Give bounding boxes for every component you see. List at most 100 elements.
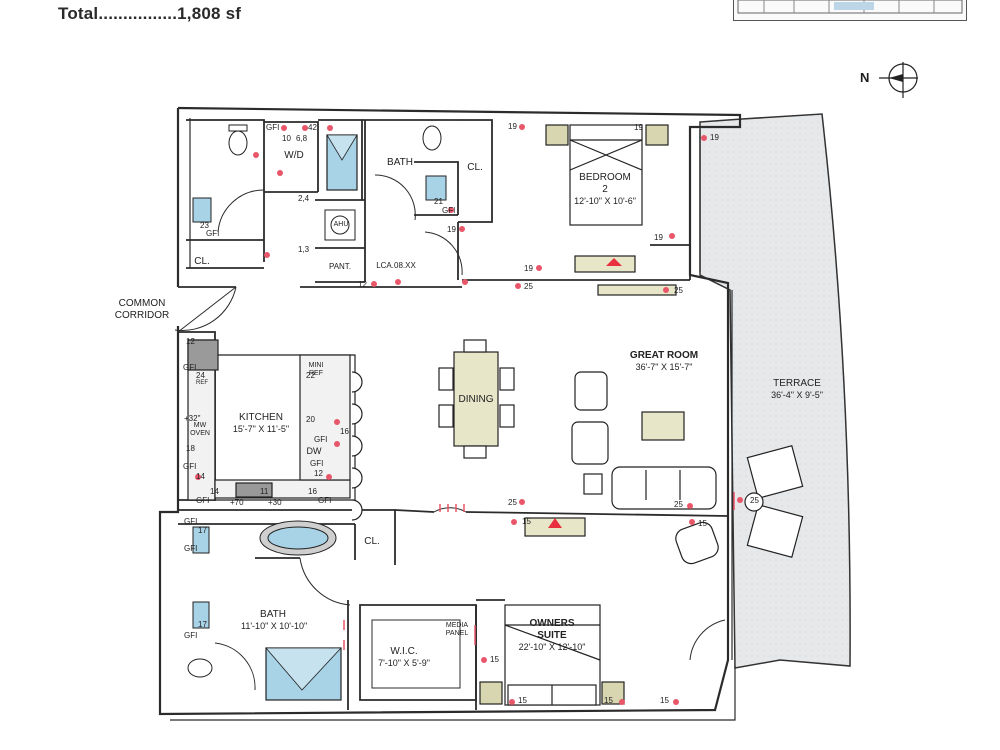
kitchen-label: KITCHEN 15'-7" X 11'-5" bbox=[229, 412, 293, 435]
terrace-area bbox=[699, 113, 851, 669]
closet-bed-label: CL. bbox=[463, 162, 487, 174]
gfi-annotation: GFI bbox=[266, 123, 280, 132]
wic-dims: 7'-10" X 5'-9" bbox=[378, 658, 430, 668]
annotation-plus-30: +30 bbox=[268, 498, 282, 507]
annotation-12: 12 bbox=[358, 280, 367, 289]
annotation-19: 19 bbox=[508, 122, 517, 131]
bedroom2-furniture bbox=[545, 124, 677, 296]
owners-suite-furniture bbox=[479, 521, 719, 706]
bedroom2-name: BEDROOM 2 bbox=[579, 172, 631, 195]
interior-walls bbox=[178, 119, 729, 710]
annotation-12: 12 bbox=[314, 469, 323, 478]
dw-label: DW bbox=[302, 446, 326, 457]
owners-suite-label: OWNERS SUITE 22'-10" X 12'-10" bbox=[516, 618, 588, 653]
annotation-15: 15 bbox=[660, 696, 669, 705]
media-panel-name: MEDIA PANEL bbox=[445, 622, 469, 638]
annotation-12: 12 bbox=[186, 337, 195, 346]
annotation-25: 25 bbox=[674, 500, 683, 509]
annotation-17: 17 bbox=[198, 620, 207, 629]
gfi-annotation: GFI bbox=[206, 229, 220, 238]
annotation-14: 14 bbox=[196, 472, 205, 481]
gfi-annotation: GFI bbox=[318, 496, 332, 505]
annotation-15: 15 bbox=[698, 519, 707, 528]
great-room-furniture bbox=[524, 371, 717, 537]
annotation-19: 19 bbox=[654, 233, 663, 242]
terrace-dims: 36'-4" X 9'-5" bbox=[771, 390, 823, 400]
electrical-markers bbox=[195, 124, 743, 705]
owners-suite-dims: 22'-10" X 12'-10" bbox=[518, 642, 586, 652]
gfi-annotation: GFI bbox=[184, 517, 198, 526]
closet-left-name: CL. bbox=[194, 256, 210, 267]
key-plan-drawing bbox=[737, 0, 963, 14]
annotation-11: 11 bbox=[260, 487, 269, 496]
annotation-25: 25 bbox=[524, 282, 533, 291]
gfi-annotation: GFI bbox=[442, 206, 456, 215]
closet-mid-label: CL. bbox=[358, 536, 386, 548]
common-corridor-label: COMMON CORRIDOR bbox=[108, 298, 176, 322]
plumbing-fixtures bbox=[187, 124, 447, 701]
gfi-annotation: GFI bbox=[314, 435, 328, 444]
dining-label: DINING bbox=[455, 394, 497, 406]
annotation-23: 23 bbox=[200, 221, 209, 230]
annotation-16: 16 bbox=[308, 487, 317, 496]
annotation-15: 15 bbox=[522, 517, 531, 526]
closet-bed-name: CL. bbox=[467, 162, 483, 173]
mini-ref-label: MINI REF bbox=[301, 362, 331, 379]
pantry-name: PANT. bbox=[328, 262, 352, 271]
door-swings bbox=[174, 174, 726, 691]
gfi-annotation: GFI bbox=[184, 631, 198, 640]
annotation-19: 19 bbox=[634, 123, 643, 132]
gfi-annotation: GFI bbox=[183, 462, 197, 471]
annotation-plus-70: +70 bbox=[230, 498, 244, 507]
annotation-15: 15 bbox=[604, 696, 613, 705]
annotation-2-4: 2,4 bbox=[298, 194, 310, 203]
compass-icon bbox=[879, 62, 918, 98]
terrace-label: TERRACE 36'-4" X 9'-5" bbox=[757, 378, 837, 401]
great-room-dims: 36'-7" X 15'-7" bbox=[635, 362, 693, 372]
mw-oven-label: MW OVEN bbox=[186, 422, 214, 439]
annotation-42: 42 bbox=[308, 123, 317, 132]
kitchen-counters bbox=[187, 339, 356, 501]
annotation-14: 14 bbox=[210, 487, 219, 496]
total-area-label: Total................1,808 sf bbox=[58, 4, 241, 24]
annotation-16: 16 bbox=[340, 427, 349, 436]
gfi-annotation: GFI bbox=[184, 544, 198, 553]
kitchen-dims: 15'-7" X 11'-5" bbox=[232, 424, 290, 434]
annotation-19: 19 bbox=[524, 264, 533, 273]
bath-bottom-label: BATH 11'-10" X 10'-10" bbox=[241, 609, 307, 632]
bedroom2-label: BEDROOM 2 12'-10" X 10'-6" bbox=[573, 172, 637, 207]
annotation-25: 25 bbox=[508, 498, 517, 507]
ahu-name: AHU bbox=[333, 221, 349, 228]
bedroom2-dims: 12'-10" X 10'-6" bbox=[574, 196, 636, 206]
closet-left-label: CL. bbox=[190, 256, 214, 268]
terrace-name: TERRACE bbox=[773, 378, 821, 389]
total-label: Total................ bbox=[58, 4, 178, 23]
exterior-walls bbox=[158, 106, 742, 716]
annotation-25: 25 bbox=[750, 496, 759, 505]
wd-name: W/D bbox=[284, 150, 304, 161]
annotation-17: 17 bbox=[198, 526, 207, 535]
lca-label: LCA.08.XX bbox=[370, 261, 422, 271]
total-value: 1,808 sf bbox=[177, 4, 242, 23]
annotation-15: 15 bbox=[490, 655, 499, 664]
north-label: N bbox=[860, 70, 870, 85]
wic-label: W.I.C. 7'-10" X 5'-9" bbox=[376, 646, 432, 669]
ref-annotation: REF bbox=[196, 380, 208, 386]
annotation-19: 19 bbox=[447, 225, 456, 234]
gfi-annotation: GFI bbox=[310, 459, 324, 468]
lca-name: LCA.08.XX bbox=[376, 261, 416, 270]
closet-mid-name: CL. bbox=[364, 536, 380, 547]
pantry-label: PANT. bbox=[320, 262, 360, 272]
annotation-25: 25 bbox=[674, 286, 683, 295]
wd-label: W/D bbox=[276, 150, 312, 162]
ahu-label: AHU bbox=[326, 221, 356, 229]
bath-top-name: BATH bbox=[387, 157, 413, 168]
great-room-name: GREAT ROOM bbox=[629, 350, 699, 361]
north-compass: N bbox=[860, 60, 920, 102]
owners-suite-name: OWNERS SUITE bbox=[529, 618, 575, 641]
common-corridor-name: COMMON CORRIDOR bbox=[114, 298, 170, 321]
annotation-24: 24 bbox=[196, 371, 205, 380]
annotation-22: 22 bbox=[306, 371, 315, 380]
annotation-32: +32" bbox=[184, 414, 201, 423]
